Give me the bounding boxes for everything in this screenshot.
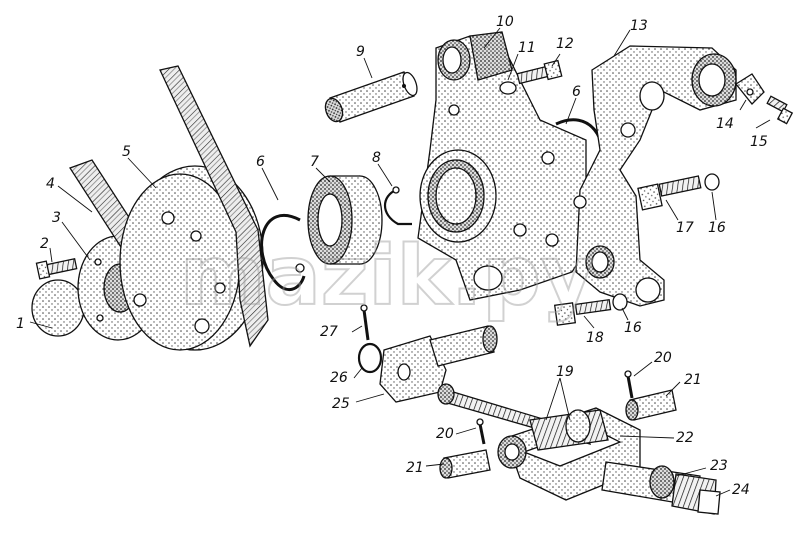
part-square-end-24 xyxy=(697,489,721,515)
callout-20b: 20 xyxy=(436,426,454,442)
part-pin-21-upper xyxy=(625,389,677,421)
part-cap xyxy=(31,279,85,337)
part-bracket-arm xyxy=(573,45,737,307)
part-bearing xyxy=(307,175,383,265)
callout-10: 10 xyxy=(496,14,514,30)
callout-7: 7 xyxy=(310,154,319,170)
part-bracket-housing xyxy=(417,31,587,301)
callout-15: 15 xyxy=(750,134,768,150)
callout-14: 14 xyxy=(716,116,734,132)
callout-26: 26 xyxy=(330,370,348,386)
callout-23: 23 xyxy=(710,458,728,474)
part-washer-16-upper xyxy=(704,173,720,191)
part-pin-21-lower xyxy=(439,449,491,479)
callout-19: 19 xyxy=(556,364,574,380)
part-cotter-20-lower xyxy=(476,418,486,445)
callout-22: 22 xyxy=(676,430,694,446)
watermark-text: mazik.py xyxy=(180,229,594,324)
callout-11: 11 xyxy=(518,40,536,56)
callout-8: 8 xyxy=(372,150,381,166)
callout-3: 3 xyxy=(52,210,61,226)
part-snap-ring-left xyxy=(260,213,306,291)
callout-6b: 6 xyxy=(572,84,581,100)
part-circlip xyxy=(383,186,412,226)
callout-labels: 1 2 3 4 5 6 6 7 8 9 10 11 12 13 14 15 16… xyxy=(16,14,768,498)
part-bolt-17 xyxy=(637,175,702,211)
part-bolt-2 xyxy=(35,258,78,280)
part-yoke xyxy=(379,325,498,403)
part-screw-19 xyxy=(437,383,609,451)
callout-16b: 16 xyxy=(624,320,642,336)
callout-17: 17 xyxy=(676,220,694,236)
callout-20a: 20 xyxy=(654,350,672,366)
callout-16a: 16 xyxy=(708,220,726,236)
callout-12: 12 xyxy=(556,36,574,52)
callout-21a: 21 xyxy=(684,372,702,388)
part-bolt-18 xyxy=(553,298,612,326)
part-washer-16-lower xyxy=(612,293,628,311)
leader-lines xyxy=(29,27,771,497)
callout-27: 27 xyxy=(320,324,338,340)
part-washer-11 xyxy=(499,81,517,95)
part-bolt-12 xyxy=(516,59,563,85)
callout-25: 25 xyxy=(332,396,350,412)
part-bolt-15 xyxy=(766,95,794,125)
callout-1: 1 xyxy=(16,316,25,332)
callout-13: 13 xyxy=(630,18,648,34)
callout-6a: 6 xyxy=(256,154,265,170)
part-cotter-20-upper xyxy=(624,370,634,399)
callout-2: 2 xyxy=(40,236,49,252)
callout-21b: 21 xyxy=(406,460,424,476)
part-pin xyxy=(324,71,418,123)
callout-4: 4 xyxy=(46,176,55,192)
callout-24: 24 xyxy=(732,482,750,498)
callout-5: 5 xyxy=(122,144,131,160)
part-lock-plate xyxy=(735,73,765,105)
callout-9: 9 xyxy=(356,44,365,60)
part-washer-26 xyxy=(357,342,383,374)
part-cotter-27 xyxy=(360,304,370,341)
part-belt-large xyxy=(159,65,269,348)
callout-18: 18 xyxy=(586,330,604,346)
